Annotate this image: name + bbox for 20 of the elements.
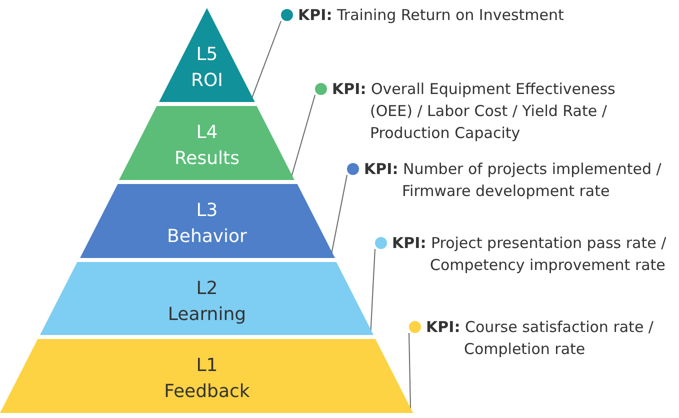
level-number: L2: [196, 278, 218, 298]
kpi-text: KPI: Course satisfaction rate / Completion rate: [426, 317, 654, 360]
level-name: Behavior: [167, 226, 247, 247]
kpi-text: KPI: Training Return on Investment: [298, 5, 565, 26]
leader-line: [330, 174, 348, 254]
kpi-text: KPI: Number of projects implemented / Firmware development rate: [364, 159, 662, 202]
level-number: L1: [196, 355, 218, 376]
level-name: Learning: [168, 304, 246, 324]
level-number: L4: [196, 122, 218, 143]
kpi-text: KPI: Overall Equipment Effectiveness (OEE) / Labor Cost / Yield Rate / Production Capacity: [332, 79, 616, 144]
kpi-text: KPI: Project presentation pass rate / Competency improvement rate: [392, 233, 668, 276]
level-number: L5: [196, 44, 218, 65]
level-name: Feedback: [164, 381, 250, 402]
level-name: Results: [174, 148, 240, 169]
level-number: L3: [196, 200, 218, 221]
leader-line: [408, 332, 411, 410]
level-name: ROI: [190, 70, 223, 91]
leader-line: [370, 248, 376, 332]
leader-line: [291, 94, 316, 176]
leader-line: [251, 20, 282, 98]
